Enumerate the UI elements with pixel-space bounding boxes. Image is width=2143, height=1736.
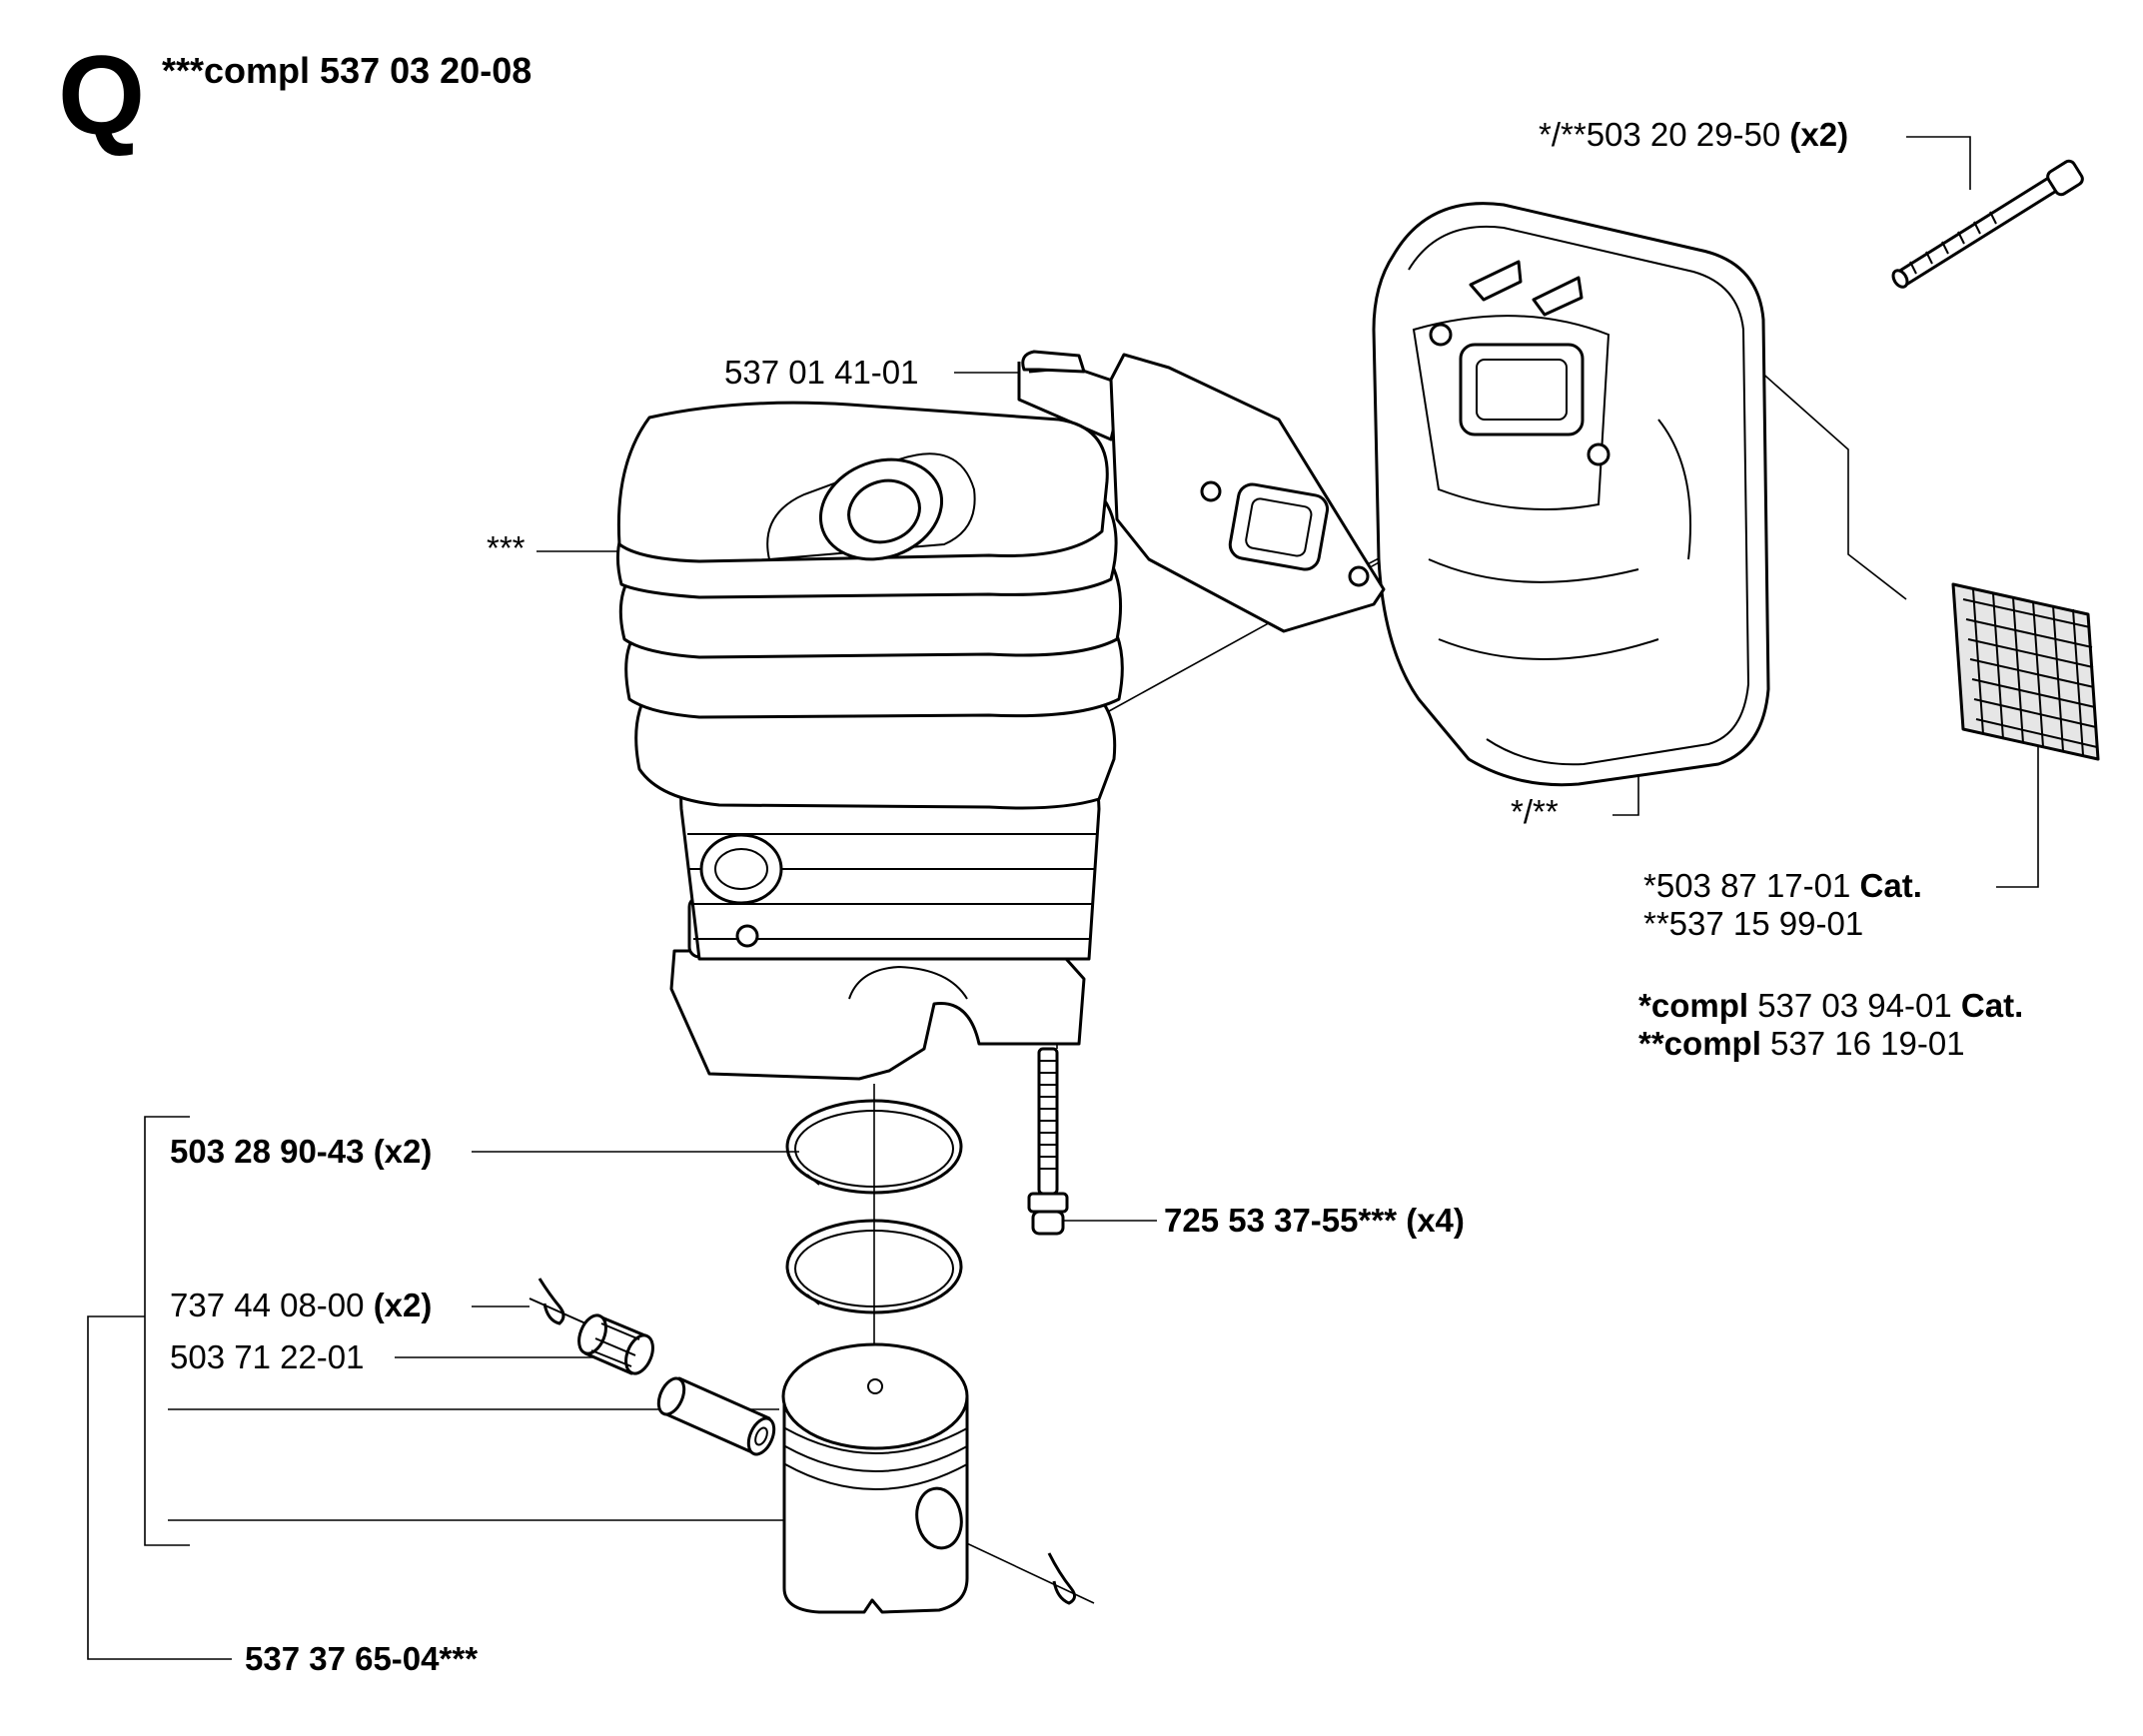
part-number: 725 53 37-55*** <box>1164 1202 1398 1239</box>
part-number: 537 01 41-01 <box>724 354 919 391</box>
spark-screen <box>1951 582 2100 761</box>
label-bearing: 503 71 22-01 <box>170 1338 365 1376</box>
note-compl-2: **compl 537 16 19-01 <box>1638 1025 1965 1063</box>
section-letter: Q <box>58 33 146 158</box>
part-number: 503 71 22-01 <box>170 1338 365 1375</box>
label-screen-line1: *503 87 17-01 Cat. <box>1643 867 1922 905</box>
needle-bearing <box>577 1313 654 1375</box>
note-compl-1: *compl 537 03 94-01 Cat. <box>1638 987 2023 1025</box>
note-prefix: *compl <box>1638 987 1749 1024</box>
part-note: Cat. <box>1960 987 2024 1024</box>
part-number: **537 15 99-01 <box>1643 905 1864 942</box>
quantity: (x2) <box>373 1133 433 1170</box>
long-screw <box>1891 159 2084 289</box>
label-cylinder: *** <box>487 529 526 567</box>
gasket-plate <box>1017 350 1386 633</box>
quantity: (x2) <box>1789 116 1849 153</box>
part-number: 537 16 19-01 <box>1770 1025 1965 1062</box>
label-long-screw: */**503 20 29-50 (x2) <box>1539 116 1848 154</box>
note-prefix: **compl <box>1638 1025 1761 1062</box>
part-mark: *** <box>487 529 526 566</box>
part-number: 503 28 90-43 <box>170 1133 365 1170</box>
cylinder-screw <box>1027 1047 1069 1236</box>
part-number: *503 87 17-01 <box>1643 867 1851 904</box>
label-cylinder-screw: 725 53 37-55*** (x4) <box>1164 1202 1465 1240</box>
part-number: */**503 20 29-50 <box>1539 116 1781 153</box>
muffler <box>1372 202 1770 787</box>
assembly-title: ***compl 537 03 20-08 <box>162 50 533 91</box>
part-note: Cat. <box>1859 867 1922 904</box>
label-muffler: */** <box>1511 793 1559 831</box>
piston <box>781 1342 969 1614</box>
piston-pin <box>656 1376 776 1456</box>
part-number: 537 37 65-04*** <box>245 1640 479 1677</box>
part-mark: */** <box>1511 793 1559 830</box>
label-piston-kit: 537 37 65-04*** <box>245 1640 478 1678</box>
part-number: 737 44 08-00 <box>170 1287 365 1323</box>
quantity: (x4) <box>1406 1202 1465 1239</box>
label-rings: 503 28 90-43 (x2) <box>170 1133 432 1171</box>
cylinder <box>615 401 1124 1081</box>
label-plate: 537 01 41-01 <box>724 354 919 392</box>
part-number: 537 03 94-01 <box>1757 987 1952 1024</box>
label-circlip: 737 44 08-00 (x2) <box>170 1287 432 1324</box>
piston-rings <box>785 1099 963 1314</box>
label-screen-line2: **537 15 99-01 <box>1643 905 1863 943</box>
quantity: (x2) <box>373 1287 433 1323</box>
